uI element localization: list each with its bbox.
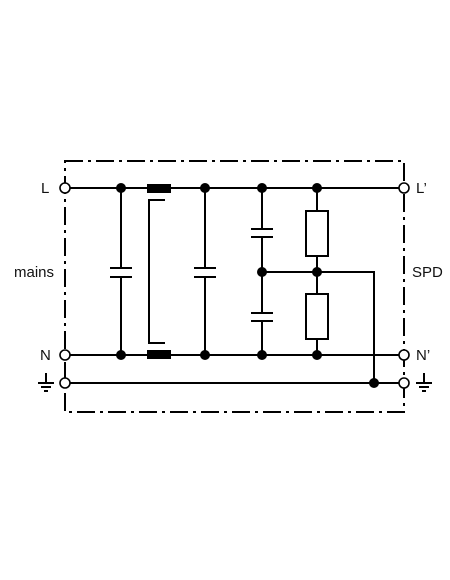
junction-dot [257, 267, 267, 277]
junction-dot [116, 350, 126, 360]
terminal-n-in [59, 349, 71, 361]
terminal-pe-in [59, 377, 71, 389]
junction-dot [200, 350, 210, 360]
label-n-in: N [40, 347, 51, 364]
label-l-in: L [41, 180, 49, 197]
junction-dot [116, 183, 126, 193]
terminal-l-in [59, 182, 71, 194]
junction-dot [312, 183, 322, 193]
terminal-l-out [398, 182, 410, 194]
common-mode-choke [147, 184, 171, 359]
capacitor-c2 [194, 188, 216, 355]
junction-dot [257, 183, 267, 193]
capacitor-c4 [251, 312, 273, 355]
midpoint-to-earth-wire [262, 271, 375, 383]
terminal-n-out [398, 349, 410, 361]
ground-right-icon [416, 373, 432, 392]
junction-dot [369, 378, 379, 388]
capacitor-c3 [251, 188, 273, 313]
resistor-r2 [305, 293, 329, 340]
ground-left-icon [38, 373, 54, 392]
junction-dot [312, 350, 322, 360]
junction-dot [257, 350, 267, 360]
capacitor-c1 [110, 188, 132, 355]
label-mains: mains [14, 264, 54, 281]
resistor-r1 [305, 210, 329, 257]
label-n-out: N’ [416, 347, 430, 364]
junction-dot [200, 183, 210, 193]
terminal-pe-out [398, 377, 410, 389]
enclosure-boundary [64, 160, 405, 413]
junction-dot [312, 267, 322, 277]
label-l-out: L’ [416, 180, 427, 197]
label-spd: SPD [412, 264, 443, 281]
